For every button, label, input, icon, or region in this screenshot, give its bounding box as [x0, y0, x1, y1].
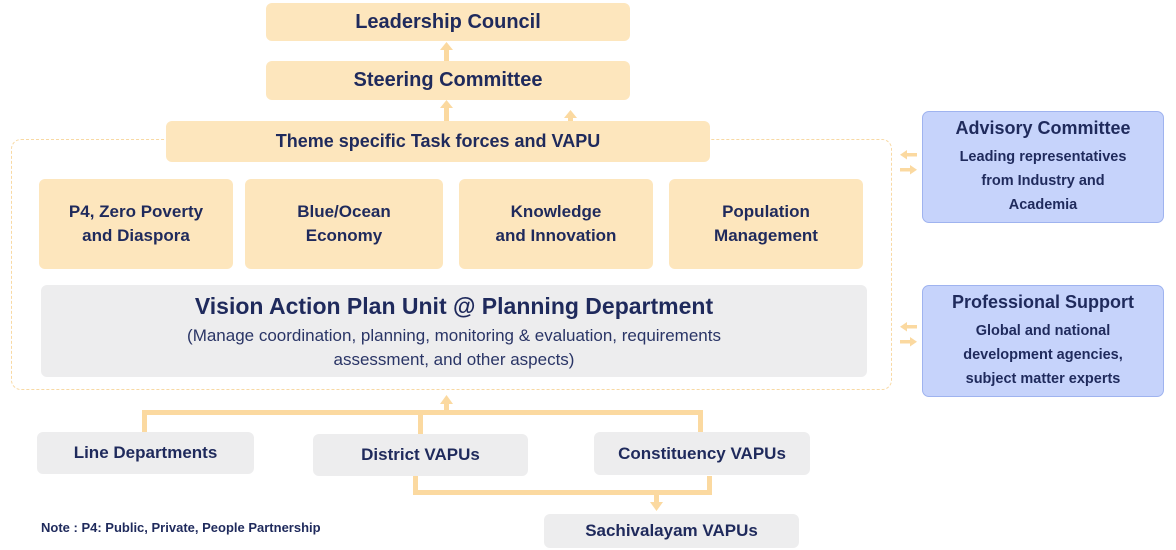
- footnote: Note : P4: Public, Private, People Partn…: [41, 520, 321, 535]
- vapu-box[interactable]: Vision Action Plan Unit @ Planning Depar…: [41, 285, 867, 377]
- professional-arrow-left-shaft: [904, 325, 917, 329]
- connector-district: [418, 410, 423, 436]
- advisory-committee-box[interactable]: Advisory Committee Leading representativ…: [922, 111, 1164, 223]
- connector-to-sachivalayam: [654, 490, 659, 504]
- vapu-desc-line1: (Manage coordination, planning, monitori…: [187, 325, 721, 345]
- connector-bottom-to-vapu: [444, 400, 449, 412]
- theme-knowledge-line1: Knowledge: [510, 202, 602, 221]
- advisory-line2: from Industry and: [981, 172, 1105, 189]
- theme-knowledge-line2: and Innovation: [495, 226, 617, 245]
- vapu-desc-line2: assessment, and other aspects): [333, 349, 575, 369]
- leadership-council-box[interactable]: Leadership Council: [266, 3, 630, 41]
- connector-steering-leadership: [444, 48, 449, 63]
- professional-arrow-right-head: [910, 337, 917, 347]
- professional-arrow-left-head: [900, 322, 907, 332]
- advisory-arrow-left-shaft: [904, 153, 917, 157]
- theme-box-p4[interactable]: P4, Zero Poverty and Diaspora: [39, 179, 233, 269]
- connector-taskforce-steering-right: [568, 116, 573, 122]
- sachivalayam-vapus-label: Sachivalayam VAPUs: [585, 521, 758, 540]
- theme-box-knowledge[interactable]: Knowledge and Innovation: [459, 179, 653, 269]
- sachivalayam-vapus-box[interactable]: Sachivalayam VAPUs: [544, 514, 799, 548]
- task-forces-box[interactable]: Theme specific Task forces and VAPU: [166, 121, 710, 162]
- professional-title: Professional Support: [951, 291, 1135, 312]
- theme-p4-line2: and Diaspora: [82, 226, 190, 245]
- constituency-vapus-box[interactable]: Constituency VAPUs: [594, 432, 810, 475]
- connector-constituency: [698, 410, 703, 434]
- leadership-council-label: Leadership Council: [355, 10, 541, 33]
- district-vapus-label: District VAPUs: [361, 445, 480, 464]
- theme-box-population[interactable]: Population Management: [669, 179, 863, 269]
- professional-support-box[interactable]: Professional Support Global and national…: [922, 285, 1164, 397]
- vapu-title: Vision Action Plan Unit @ Planning Depar…: [194, 292, 714, 319]
- task-forces-label: Theme specific Task forces and VAPU: [275, 131, 601, 151]
- theme-p4-line1: P4, Zero Poverty: [68, 202, 204, 221]
- advisory-title: Advisory Committee: [955, 117, 1131, 138]
- arrow-up-vapu: [440, 395, 453, 404]
- connector-bracket-bottom: [413, 490, 712, 495]
- connector-line-dept: [142, 410, 147, 434]
- arrow-down-sachivalayam: [650, 502, 663, 511]
- theme-population-line2: Management: [714, 226, 818, 245]
- line-departments-label: Line Departments: [73, 443, 218, 462]
- district-vapus-box[interactable]: District VAPUs: [313, 434, 528, 476]
- theme-box-blue-economy[interactable]: Blue/Ocean Economy: [245, 179, 443, 269]
- connector-taskforce-steering-left: [444, 106, 449, 122]
- constituency-vapus-label: Constituency VAPUs: [618, 443, 786, 463]
- professional-line3: subject matter experts: [965, 370, 1121, 387]
- advisory-line3: Academia: [1008, 196, 1078, 213]
- connector-district-down: [413, 476, 418, 494]
- arrow-up-leadership: [440, 42, 453, 50]
- line-departments-box[interactable]: Line Departments: [37, 432, 254, 474]
- advisory-arrow-right-head: [910, 165, 917, 175]
- steering-committee-label: Steering Committee: [353, 69, 543, 91]
- theme-blue-line1: Blue/Ocean: [297, 202, 391, 221]
- steering-committee-box[interactable]: Steering Committee: [266, 61, 630, 100]
- arrow-up-steering-left: [440, 100, 453, 108]
- advisory-arrow-left-head: [900, 150, 907, 160]
- connector-constituency-down: [707, 476, 712, 494]
- professional-line1: Global and national: [975, 322, 1111, 339]
- advisory-arrow-right-shaft: [900, 168, 913, 172]
- professional-line2: development agencies,: [963, 346, 1123, 363]
- arrow-up-steering-right: [564, 110, 577, 118]
- theme-blue-line2: Economy: [305, 226, 383, 245]
- theme-population-line1: Population: [722, 202, 810, 221]
- advisory-line1: Leading representatives: [959, 148, 1127, 165]
- professional-arrow-right-shaft: [900, 340, 913, 344]
